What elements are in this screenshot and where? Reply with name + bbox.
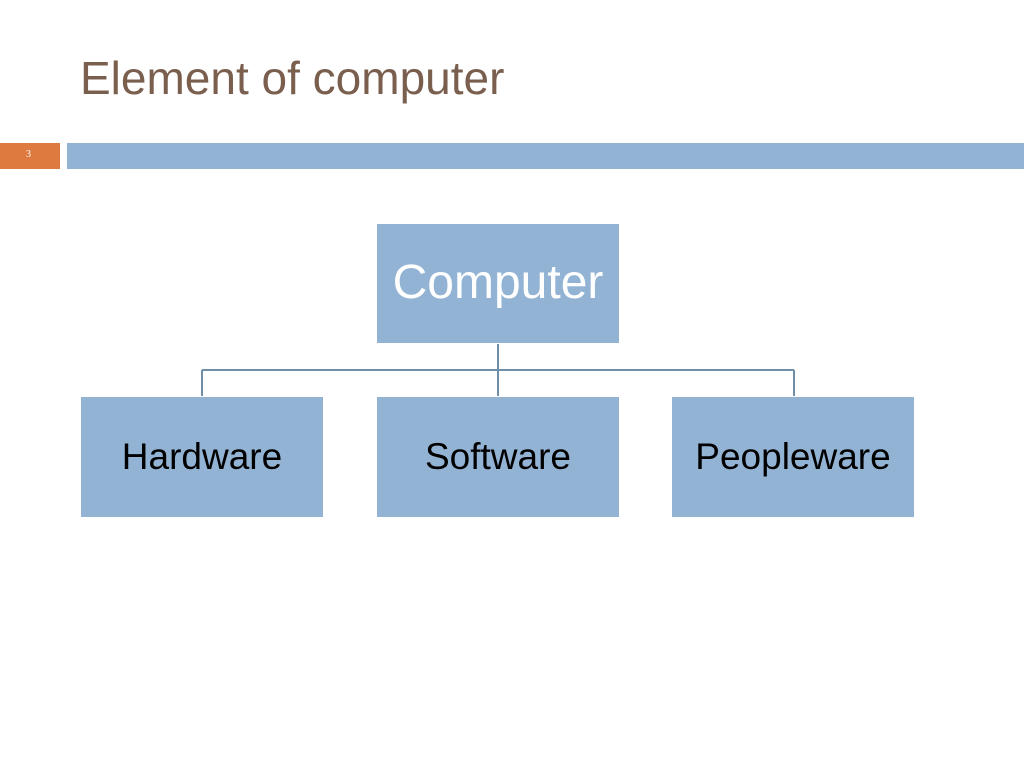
slide-title: Element of computer bbox=[80, 52, 505, 104]
node-hardware: Hardware bbox=[80, 396, 324, 518]
slide-number-box bbox=[0, 143, 60, 169]
node-hardware-label: Hardware bbox=[121, 435, 283, 477]
node-computer-label: Computer bbox=[392, 256, 604, 310]
node-computer: Computer bbox=[376, 223, 620, 344]
title-rule bbox=[67, 143, 1024, 169]
node-software: Software bbox=[376, 396, 620, 518]
slide-number: 3 bbox=[26, 149, 31, 160]
node-peopleware-label: Peopleware bbox=[695, 435, 891, 477]
node-peopleware: Peopleware bbox=[671, 396, 915, 518]
node-software-label: Software bbox=[424, 435, 571, 477]
